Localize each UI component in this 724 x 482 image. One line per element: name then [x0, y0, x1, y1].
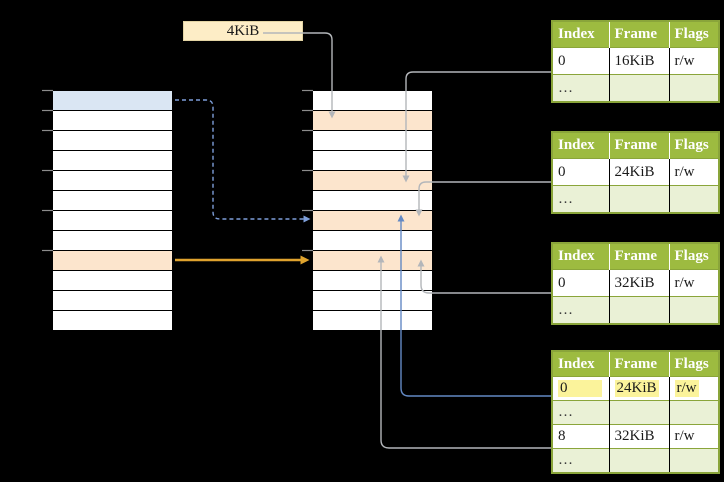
- virtual-memory-row-10: [53, 291, 172, 311]
- table-cell: [668, 74, 719, 102]
- table-row-3: …: [552, 448, 719, 473]
- virtual-memory-ticks: [42, 89, 53, 252]
- virtual-memory-row-1: [53, 111, 172, 131]
- table-row-1: …: [552, 185, 719, 213]
- column-header-index: Index: [552, 21, 609, 48]
- arrow-virtual-blue-to-physical: [175, 99, 311, 223]
- table-cell: r/w: [668, 47, 719, 75]
- virtual-memory-column: [53, 90, 172, 331]
- physical-memory-row-11: [313, 311, 432, 331]
- table-cell: 8: [552, 424, 609, 449]
- column-header-index: Index: [552, 351, 609, 377]
- table-cell: [668, 296, 719, 324]
- physical-memory-row-0: [313, 90, 432, 111]
- virtual-memory-row-5: [53, 191, 172, 211]
- table-cell: …: [552, 296, 609, 324]
- table-cell: 0: [552, 269, 609, 297]
- physical-memory-row-5: [313, 191, 432, 211]
- table-row-1: …: [552, 74, 719, 102]
- column-header-flags: Flags: [668, 132, 719, 159]
- highlighted-value: r/w: [674, 380, 699, 397]
- table-cell: 24KiB: [608, 158, 669, 186]
- physical-memory-row-4: [313, 171, 432, 191]
- table-cell: [668, 400, 719, 425]
- table-cell: r/w: [668, 376, 719, 401]
- table-cell: [608, 185, 669, 213]
- physical-memory-row-7: [313, 231, 432, 251]
- column-header-frame: Frame: [608, 351, 669, 377]
- column-header-flags: Flags: [668, 21, 719, 48]
- physical-memory-column: [313, 90, 432, 331]
- virtual-memory-row-9: [53, 271, 172, 291]
- table-cell: [608, 448, 669, 473]
- physical-memory-row-1: [313, 111, 432, 131]
- table-cell: [608, 400, 669, 425]
- table-cell: 0: [552, 158, 609, 186]
- table-cell: 24KiB: [608, 376, 669, 401]
- highlighted-value: 0: [558, 380, 602, 397]
- physical-memory-ticks: [302, 89, 313, 252]
- table-cell: …: [552, 74, 609, 102]
- physical-memory-row-9: [313, 271, 432, 291]
- table-cell: [608, 74, 669, 102]
- table-cell: r/w: [668, 158, 719, 186]
- table-cell: 32KiB: [608, 269, 669, 297]
- table-cell: [668, 185, 719, 213]
- virtual-memory-row-3: [53, 151, 172, 171]
- physical-memory-row-8: [313, 251, 432, 271]
- column-header-index: Index: [552, 132, 609, 159]
- table-cell: [668, 448, 719, 473]
- table-cell: …: [552, 400, 609, 425]
- column-header-flags: Flags: [668, 351, 719, 377]
- virtual-memory-row-6: [53, 211, 172, 231]
- column-header-frame: Frame: [608, 243, 669, 270]
- virtual-memory-row-11: [53, 311, 172, 331]
- column-header-frame: Frame: [608, 132, 669, 159]
- table-cell: 16KiB: [608, 47, 669, 75]
- table-cell: r/w: [668, 424, 719, 449]
- table-row-1: …: [552, 400, 719, 425]
- page-size-label: 4KiB: [183, 21, 303, 41]
- table-row-0: 0 24KiB r/w: [552, 376, 719, 401]
- physical-memory-row-10: [313, 291, 432, 311]
- table-cell: 0: [552, 376, 609, 401]
- physical-memory-row-2: [313, 131, 432, 151]
- virtual-memory-row-0: [53, 90, 172, 111]
- table-cell: 0: [552, 47, 609, 75]
- column-header-index: Index: [552, 243, 609, 270]
- virtual-memory-row-2: [53, 131, 172, 151]
- column-header-flags: Flags: [668, 243, 719, 270]
- virtual-memory-row-7: [53, 231, 172, 251]
- table-cell: 32KiB: [608, 424, 669, 449]
- table-row-1: …: [552, 296, 719, 324]
- table-cell: [608, 296, 669, 324]
- virtual-memory-row-4: [53, 171, 172, 191]
- highlighted-value: 24KiB: [614, 380, 659, 397]
- column-header-frame: Frame: [608, 21, 669, 48]
- table-cell: …: [552, 448, 609, 473]
- table-cell: r/w: [668, 269, 719, 297]
- physical-memory-row-3: [313, 151, 432, 171]
- table-cell: …: [552, 185, 609, 213]
- physical-memory-row-6: [313, 211, 432, 231]
- virtual-memory-row-8: [53, 251, 172, 271]
